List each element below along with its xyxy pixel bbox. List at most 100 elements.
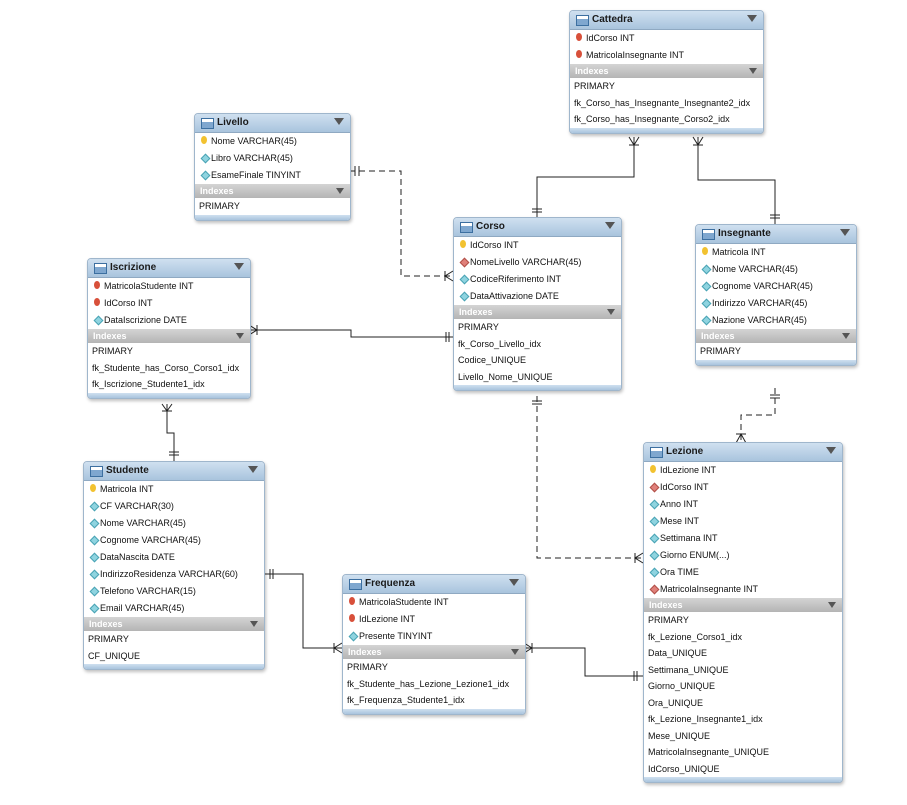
index-row[interactable]: fk_Iscrizione_Studente1_idx [88,376,250,393]
collapse-arrow-icon[interactable] [840,229,850,236]
table-header[interactable]: Cattedra [570,11,763,30]
collapse-arrow-icon[interactable] [747,15,757,22]
collapse-arrow-icon[interactable] [607,309,615,315]
index-row[interactable]: Settimana_UNIQUE [644,662,842,679]
index-row[interactable]: PRIMARY [195,198,350,215]
index-row[interactable]: PRIMARY [570,78,763,95]
column-row[interactable]: Telefono VARCHAR(15) [84,583,264,600]
collapse-arrow-icon[interactable] [605,222,615,229]
column-row[interactable]: Cognome VARCHAR(45) [696,278,856,295]
column-row[interactable]: Giorno ENUM(...) [644,547,842,564]
collapse-arrow-icon[interactable] [511,649,519,655]
column-row[interactable]: Nazione VARCHAR(45) [696,312,856,329]
index-row[interactable]: fk_Lezione_Insegnante1_idx [644,711,842,728]
table-header[interactable]: Livello [195,114,350,133]
table-header[interactable]: Lezione [644,443,842,462]
table-header[interactable]: Insegnante [696,225,856,244]
collapse-arrow-icon[interactable] [749,68,757,74]
column-row[interactable]: Anno INT [644,496,842,513]
index-row[interactable]: PRIMARY [644,612,842,629]
table-header[interactable]: Iscrizione [88,259,250,278]
collapse-arrow-icon[interactable] [236,333,244,339]
index-row[interactable]: PRIMARY [343,659,525,676]
column-row[interactable]: MatricolaStudente INT [88,278,250,295]
collapse-arrow-icon[interactable] [250,621,258,627]
indexes-header[interactable]: Indexes [195,184,350,198]
index-row[interactable]: fk_Corso_has_Insegnante_Insegnante2_idx [570,95,763,112]
column-row[interactable]: DataNascita DATE [84,549,264,566]
index-row[interactable]: PRIMARY [696,343,856,360]
index-row[interactable]: PRIMARY [88,343,250,360]
collapse-arrow-icon[interactable] [826,447,836,454]
indexes-header[interactable]: Indexes [570,64,763,78]
column-row[interactable]: Matricola INT [84,481,264,498]
index-row[interactable]: IdCorso_UNIQUE [644,761,842,778]
index-row[interactable]: fk_Corso_Livello_idx [454,336,621,353]
column-row[interactable]: CF VARCHAR(30) [84,498,264,515]
indexes-header[interactable]: Indexes [454,305,621,319]
column-row[interactable]: Nome VARCHAR(45) [195,133,350,150]
index-row[interactable]: fk_Corso_has_Insegnante_Corso2_idx [570,111,763,128]
column-row[interactable]: Matricola INT [696,244,856,261]
index-row[interactable]: PRIMARY [84,631,264,648]
table-header[interactable]: Corso [454,218,621,237]
column-row[interactable]: EsameFinale TINYINT [195,167,350,184]
column-row[interactable]: Nome VARCHAR(45) [84,515,264,532]
collapse-arrow-icon[interactable] [248,466,258,473]
column-row[interactable]: IdCorso INT [88,295,250,312]
column-row[interactable]: Ora TIME [644,564,842,581]
index-row[interactable]: Mese_UNIQUE [644,728,842,745]
index-row[interactable]: Livello_Nome_UNIQUE [454,369,621,386]
table-header[interactable]: Studente [84,462,264,481]
column-row[interactable]: Libro VARCHAR(45) [195,150,350,167]
column-row[interactable]: Cognome VARCHAR(45) [84,532,264,549]
indexes-header[interactable]: Indexes [88,329,250,343]
index-row[interactable]: Giorno_UNIQUE [644,678,842,695]
index-row[interactable]: fk_Studente_has_Lezione_Lezione1_idx [343,676,525,693]
collapse-arrow-icon[interactable] [842,333,850,339]
table-header[interactable]: Frequenza [343,575,525,594]
indexes-header[interactable]: Indexes [84,617,264,631]
column-row[interactable]: Mese INT [644,513,842,530]
column-row[interactable]: Settimana INT [644,530,842,547]
column-row[interactable]: MatricolaInsegnante INT [644,581,842,598]
column-row[interactable]: Indirizzo VARCHAR(45) [696,295,856,312]
column-row[interactable]: IndirizzoResidenza VARCHAR(60) [84,566,264,583]
column-row[interactable]: DataAttivazione DATE [454,288,621,305]
column-row[interactable]: IdCorso INT [644,479,842,496]
column-row[interactable]: IdCorso INT [454,237,621,254]
column-row[interactable]: DataIscrizione DATE [88,312,250,329]
column-row[interactable]: Nome VARCHAR(45) [696,261,856,278]
collapse-arrow-icon[interactable] [234,263,244,270]
column-row[interactable]: Email VARCHAR(45) [84,600,264,617]
index-row[interactable]: CF_UNIQUE [84,648,264,665]
column-row[interactable]: CodiceRiferimento INT [454,271,621,288]
indexes-header[interactable]: Indexes [696,329,856,343]
column-row[interactable]: IdCorso INT [570,30,763,47]
column-row[interactable]: MatricolaInsegnante INT [570,47,763,64]
column-row[interactable]: Presente TINYINT [343,628,525,645]
index-row[interactable]: PRIMARY [454,319,621,336]
index-row[interactable]: Ora_UNIQUE [644,695,842,712]
index-row[interactable]: fk_Studente_has_Corso_Corso1_idx [88,360,250,377]
collapse-arrow-icon[interactable] [509,579,519,586]
collapse-arrow-icon[interactable] [334,118,344,125]
index-row[interactable]: MatricolaInsegnante_UNIQUE [644,744,842,761]
indexes-header[interactable]: Indexes [644,598,842,612]
column-row[interactable]: IdLezione INT [343,611,525,628]
index-row[interactable]: Codice_UNIQUE [454,352,621,369]
indexes-header[interactable]: Indexes [343,645,525,659]
column-row[interactable]: MatricolaStudente INT [343,594,525,611]
index-row[interactable]: fk_Frequenza_Studente1_idx [343,692,525,709]
column-row[interactable]: IdLezione INT [644,462,842,479]
collapse-arrow-icon[interactable] [828,602,836,608]
collapse-arrow-icon[interactable] [336,188,344,194]
